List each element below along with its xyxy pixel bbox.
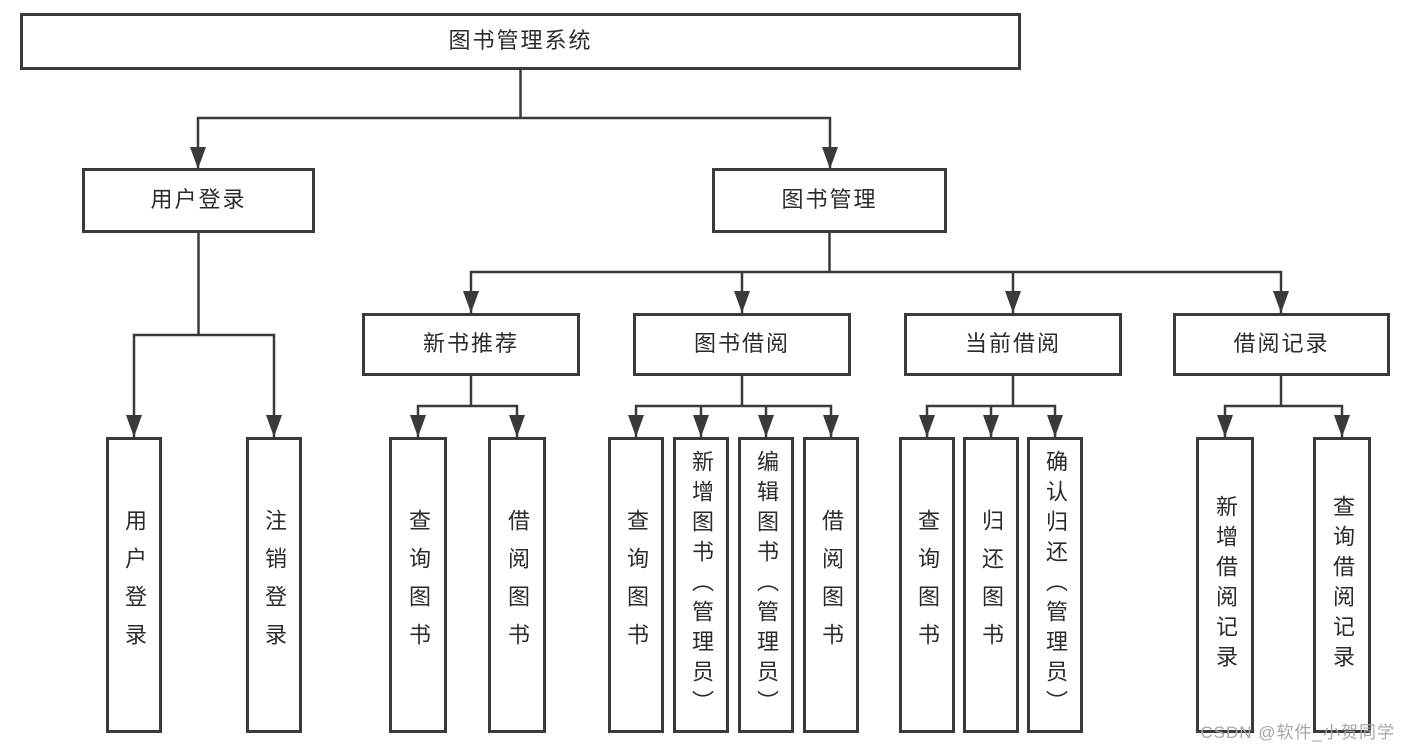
arrowhead [758, 415, 774, 437]
leaf-add-book-admin: 新增图书（管理员） [673, 437, 729, 733]
node-label: 查询图书 [915, 509, 940, 661]
node-label: 新增借阅记录 [1213, 495, 1238, 675]
connector-line [416, 376, 519, 437]
node-current-borrowing: 当前借阅 [904, 313, 1122, 376]
arrowhead [1005, 291, 1021, 313]
connector-borrow-record-children [1217, 376, 1350, 437]
arrowhead [919, 415, 935, 437]
node-label: 借阅记录 [1233, 331, 1330, 357]
connector-line [132, 233, 276, 437]
leaf-query-book-recommend: 查询图书 [389, 437, 447, 733]
node-label: 图书管理系统 [448, 28, 593, 54]
connector-line [196, 70, 832, 168]
connector-book-borrow-children [628, 376, 839, 437]
node-label: 借阅图书 [819, 509, 844, 661]
connector-book-mgmt-children [463, 233, 1289, 313]
node-label: 图书管理 [781, 187, 878, 213]
arrowhead [463, 291, 479, 313]
node-label: 归还图书 [979, 509, 1004, 661]
node-label: 用户登录 [122, 509, 147, 661]
leaf-borrow-book-recommend: 借阅图书 [488, 437, 546, 733]
node-label: 查询借阅记录 [1330, 495, 1355, 675]
leaf-add-borrow-record: 新增借阅记录 [1196, 437, 1254, 733]
connector-line [469, 233, 1283, 313]
node-user-login: 用户登录 [82, 168, 315, 233]
leaf-user-login: 用户登录 [106, 437, 162, 733]
leaf-return-book: 归还图书 [963, 437, 1019, 733]
node-book-management: 图书管理 [712, 168, 947, 233]
arrowhead [1217, 415, 1233, 437]
leaf-query-book-current: 查询图书 [899, 437, 955, 733]
connector-line [1223, 376, 1344, 437]
connector-new-book-rec-children [410, 376, 525, 437]
leaf-query-borrow-record: 查询借阅记录 [1313, 437, 1371, 733]
arrowhead [1047, 415, 1063, 437]
node-label: 当前借阅 [964, 331, 1061, 357]
connector-line [634, 376, 833, 437]
connector-root-to-level2 [190, 70, 838, 169]
node-label: 确认归还（管理员） [1043, 450, 1068, 720]
arrowhead [509, 415, 525, 437]
arrowhead [822, 147, 838, 169]
arrowhead [126, 415, 142, 437]
node-label: 编辑图书（管理员） [754, 450, 779, 720]
node-label: 注销登录 [262, 509, 287, 661]
node-label: 借阅图书 [505, 509, 530, 661]
connector-user-login-children [126, 233, 282, 437]
arrowhead [734, 291, 750, 313]
leaf-query-book-borrowing: 查询图书 [608, 437, 664, 733]
node-book-borrowing: 图书借阅 [633, 313, 851, 376]
leaf-borrow-book: 借阅图书 [803, 437, 859, 733]
node-label: 图书借阅 [693, 331, 790, 357]
arrowhead [823, 415, 839, 437]
arrowhead [1334, 415, 1350, 437]
arrowhead [983, 415, 999, 437]
node-borrow-records: 借阅记录 [1173, 313, 1390, 376]
arrowhead [628, 415, 644, 437]
arrowhead [410, 415, 426, 437]
arrowhead [1273, 291, 1289, 313]
node-new-book-recommend: 新书推荐 [362, 313, 580, 376]
node-label: 新增图书（管理员） [689, 450, 714, 720]
node-library-management-system: 图书管理系统 [20, 13, 1021, 70]
leaf-edit-book-admin: 编辑图书（管理员） [738, 437, 794, 733]
arrowhead [190, 147, 206, 169]
leaf-logout: 注销登录 [246, 437, 302, 733]
node-label: 用户登录 [150, 187, 247, 213]
node-label: 查询图书 [406, 509, 431, 661]
csdn-watermark: CSDN @软件_小贺同学 [1200, 723, 1395, 742]
connector-current-borrow-children [919, 376, 1063, 437]
arrowhead [693, 415, 709, 437]
arrowhead [266, 415, 282, 437]
node-label: 查询图书 [624, 509, 649, 661]
leaf-confirm-return-admin: 确认归还（管理员） [1027, 437, 1083, 733]
node-label: 新书推荐 [422, 331, 519, 357]
